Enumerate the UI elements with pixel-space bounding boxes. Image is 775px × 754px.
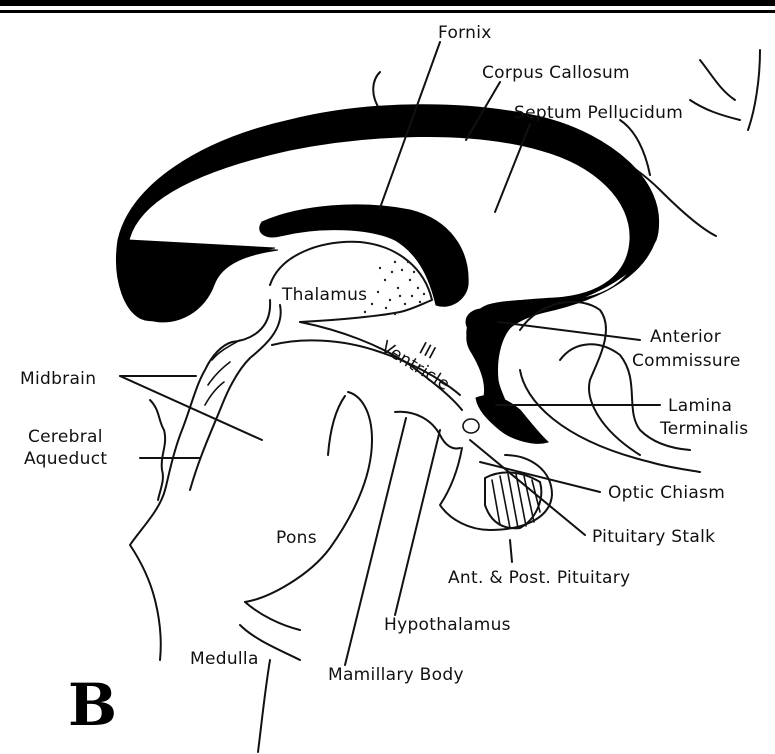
label-mamillary-body: Mamillary Body [328,665,464,685]
label-ant-post-pituitary: Ant. & Post. Pituitary [448,568,630,588]
corpus-callosum-shape [117,105,659,444]
label-lamina-terminalis-2: Terminalis [659,419,748,439]
label-cerebral-aqueduct-1: Cerebral [28,427,103,447]
top-border [0,0,775,13]
label-thalamus: Thalamus [281,285,367,305]
label-cerebral-aqueduct-2: Aqueduct [24,449,107,469]
label-hypothalamus: Hypothalamus [384,615,511,635]
label-medulla: Medulla [190,649,259,669]
label-pituitary-stalk: Pituitary Stalk [592,527,715,547]
thalamus-shape [270,242,432,322]
label-midbrain: Midbrain [20,369,96,389]
label-lamina-terminalis-1: Lamina [668,396,732,416]
label-fornix: Fornix [438,23,492,43]
label-anterior-commissure-2: Commissure [632,351,741,371]
label-anterior-commissure-1: Anterior [650,327,721,347]
label-optic-chiasm: Optic Chiasm [608,483,725,503]
label-corpus-callosum: Corpus Callosum [482,63,630,83]
label-pons: Pons [276,528,317,548]
label-third-ventricle-word: Ventricle [377,337,453,395]
panel-letter: B [68,671,117,739]
label-septum-pellucidum: Septum Pellucidum [514,103,683,123]
